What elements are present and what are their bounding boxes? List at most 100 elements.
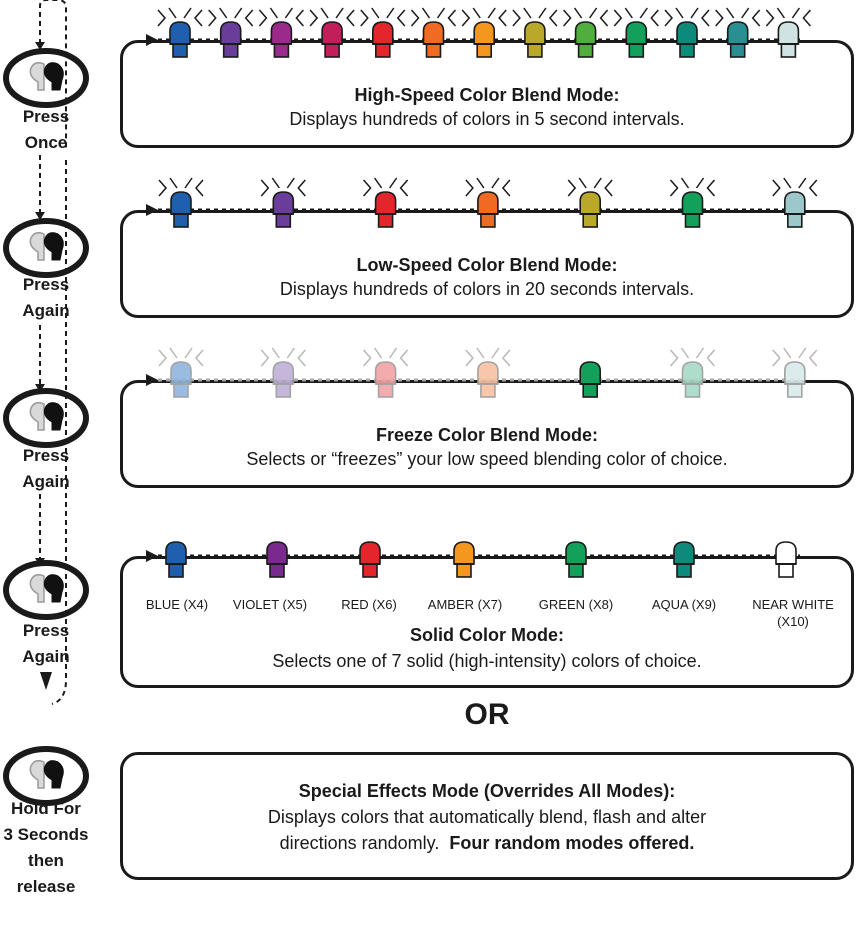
or-separator: OR bbox=[464, 698, 510, 731]
glow-ray bbox=[184, 347, 193, 359]
bulb-cap bbox=[272, 191, 295, 215]
low-speed-mode-box: Low-Speed Color Blend Mode: Displays hun… bbox=[120, 210, 854, 318]
press-again-label: Press Again bbox=[0, 272, 92, 324]
glow-ray bbox=[680, 177, 690, 189]
strand-arrow bbox=[146, 34, 158, 46]
glow-ray bbox=[410, 9, 420, 27]
glow-ray bbox=[675, 7, 684, 19]
glow-ray bbox=[476, 347, 485, 359]
remote-ring bbox=[3, 560, 89, 620]
glow-ray bbox=[260, 349, 270, 367]
bulb-base bbox=[476, 43, 493, 58]
solid-color-mode-box: Solid Color Mode: Selects one of 7 solid… bbox=[120, 556, 854, 688]
bulb-icon bbox=[363, 177, 409, 228]
bulb-base bbox=[480, 383, 496, 398]
bulb-cap bbox=[777, 21, 800, 45]
bulb-cap bbox=[270, 21, 293, 45]
glow-ray bbox=[695, 347, 705, 359]
bulb-cap bbox=[374, 191, 397, 215]
glow-ray bbox=[563, 9, 572, 27]
glow-ray bbox=[593, 177, 602, 189]
off-bulb-icon bbox=[29, 401, 45, 431]
freeze-mode-title: Freeze Color Blend Mode: bbox=[375, 425, 599, 445]
bulb-cap bbox=[784, 361, 806, 385]
press-label-line: Again bbox=[22, 472, 70, 491]
press-label-line: Press bbox=[22, 621, 70, 640]
hold-label: Hold For 3 Seconds then release bbox=[0, 796, 92, 900]
low-speed-mode-title: Low-Speed Color Blend Mode: bbox=[356, 255, 618, 275]
bulb-icon bbox=[208, 7, 254, 58]
glow-ray bbox=[360, 9, 369, 27]
glow-ray bbox=[465, 349, 474, 367]
glow-ray bbox=[335, 7, 344, 19]
off-bulb-icon bbox=[29, 573, 45, 603]
high-speed-mode-title: High-Speed Color Blend Mode: bbox=[354, 85, 620, 105]
bulb-cap bbox=[359, 541, 381, 565]
glow-ray bbox=[512, 9, 521, 27]
bulb-base bbox=[568, 563, 584, 578]
bulb-cap bbox=[726, 21, 749, 45]
bulb-icon bbox=[157, 7, 203, 58]
bulb-icon bbox=[158, 177, 204, 228]
remote-ring bbox=[3, 388, 89, 448]
glow-ray bbox=[271, 177, 280, 189]
strand-arrow bbox=[146, 550, 158, 562]
off-bulb-icon bbox=[29, 759, 45, 789]
bulb-base bbox=[275, 213, 292, 228]
bulb-icon bbox=[613, 7, 659, 58]
bulb-cap bbox=[321, 21, 343, 45]
press-label-line: Once bbox=[24, 133, 68, 152]
flow-arrow bbox=[35, 212, 45, 220]
on-bulb-icon bbox=[43, 760, 64, 789]
bulb-icon bbox=[258, 7, 304, 58]
press-label-line: then bbox=[28, 851, 64, 870]
glow-ray bbox=[169, 347, 178, 359]
glow-ray bbox=[286, 177, 295, 189]
glow-ray bbox=[195, 349, 204, 367]
glow-ray bbox=[309, 9, 319, 27]
glow-ray bbox=[363, 349, 372, 367]
bulb-icon bbox=[579, 361, 601, 398]
glow-ray bbox=[624, 7, 633, 19]
bulb-base bbox=[577, 43, 594, 58]
bulb-base bbox=[786, 213, 803, 228]
flow-arrow bbox=[35, 558, 45, 566]
glow-ray bbox=[158, 349, 167, 367]
glow-ray bbox=[588, 7, 598, 19]
glow-ray bbox=[538, 7, 547, 19]
glow-ray bbox=[320, 7, 329, 19]
off-bulb-icon bbox=[29, 61, 45, 91]
on-bulb-icon bbox=[43, 574, 64, 603]
glow-ray bbox=[461, 9, 471, 27]
bulb-base bbox=[456, 563, 472, 578]
bulb-base bbox=[480, 213, 496, 228]
bulb-cap bbox=[477, 191, 499, 215]
bulb-cap bbox=[422, 21, 445, 45]
press-label-line: Again bbox=[22, 301, 70, 320]
glow-ray bbox=[194, 9, 203, 27]
bulb-base bbox=[676, 563, 692, 578]
glow-ray bbox=[573, 7, 583, 19]
glow-ray bbox=[195, 179, 204, 197]
glow-ray bbox=[476, 177, 485, 189]
bulb-cap bbox=[169, 21, 191, 45]
remote-button-icon bbox=[3, 218, 89, 278]
glow-ray bbox=[183, 7, 192, 19]
bulb-base bbox=[527, 43, 543, 58]
glow-ray bbox=[386, 7, 395, 19]
glow-ray bbox=[363, 179, 372, 197]
low-speed-mode-description: Displays hundreds of colors in 20 second… bbox=[279, 279, 695, 299]
glow-ray bbox=[465, 179, 474, 197]
bulb-icon bbox=[765, 7, 811, 58]
freeze-mode-box: Freeze Color Blend Mode: Selects or “fre… bbox=[120, 380, 854, 488]
bulb-icon bbox=[565, 541, 587, 578]
remote-button-icon bbox=[3, 388, 89, 448]
bulb-base bbox=[684, 213, 701, 228]
glow-ray bbox=[399, 179, 409, 197]
glow-ray bbox=[604, 179, 613, 197]
glow-ray bbox=[373, 177, 383, 189]
bulb-icon bbox=[772, 177, 818, 228]
press-label-line: Press bbox=[22, 275, 70, 294]
on-bulb-icon bbox=[43, 232, 64, 261]
glow-ray bbox=[396, 9, 406, 27]
